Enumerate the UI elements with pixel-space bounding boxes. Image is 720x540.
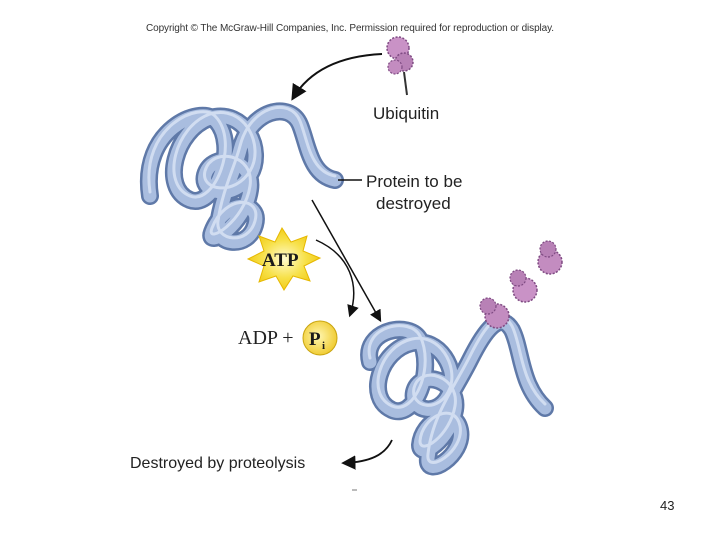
destroyed-label: Destroyed by proteolysis [130, 455, 306, 472]
ubiquitin-attach-arrow [291, 53, 383, 101]
atp-to-adp-arrow [315, 239, 359, 318]
to-tagged-protein-arrow [311, 199, 382, 323]
ubiquitin-molecule [386, 36, 414, 96]
atp-burst-icon [246, 226, 322, 291]
phosphate-icon [302, 320, 338, 356]
protein-label-line1: Protein to be [366, 172, 463, 191]
page-number: 43 [660, 498, 675, 513]
pi-label: P [309, 329, 321, 350]
protein-label-line2: destroyed [376, 194, 451, 213]
protein-label: Protein to be destroyed [366, 171, 462, 215]
copyright-notice: Copyright © The McGraw-Hill Companies, I… [146, 23, 554, 34]
polyubiquitin-chain [479, 240, 563, 329]
pi-subscript: i [322, 340, 325, 352]
proteolysis-arrow [341, 439, 393, 470]
protein-to-be-destroyed [139, 102, 344, 251]
ubiquitin-label: Ubiquitin [373, 104, 440, 123]
atp-label: ATP [262, 250, 299, 271]
tagged-protein [360, 313, 554, 476]
adp-label: ADP + [238, 327, 294, 349]
